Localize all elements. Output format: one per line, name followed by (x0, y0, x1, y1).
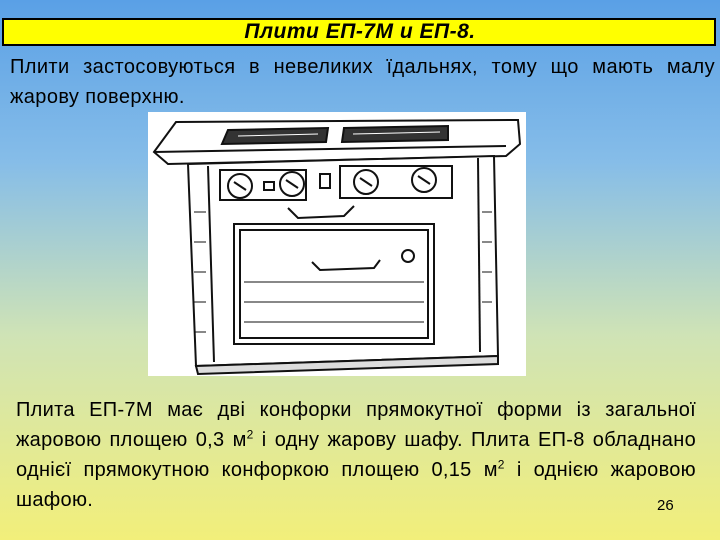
description-text: Плита ЕП-7М має дві конфорки прямокутної… (16, 395, 696, 515)
description-part-1: Плита ЕП-7М має дві конфорки прямокутної… (16, 399, 696, 451)
title-bar (2, 18, 716, 46)
superscript-2: 2 (497, 457, 505, 472)
intro-text: Плити застосовуються в невеликих їдальня… (10, 56, 715, 108)
stove-drawing (152, 118, 522, 376)
superscript-1: 2 (246, 427, 254, 442)
stove-illustration (148, 112, 526, 376)
slide-title: Плити ЕП-7М и ЕП-8. (244, 20, 476, 43)
description-part-2: і одну жарову шафу. Плита ЕП-8 обладнано… (16, 429, 696, 481)
page-number: 26 (657, 497, 674, 514)
description-part-3: і однією жаровою шафою. (16, 459, 696, 511)
